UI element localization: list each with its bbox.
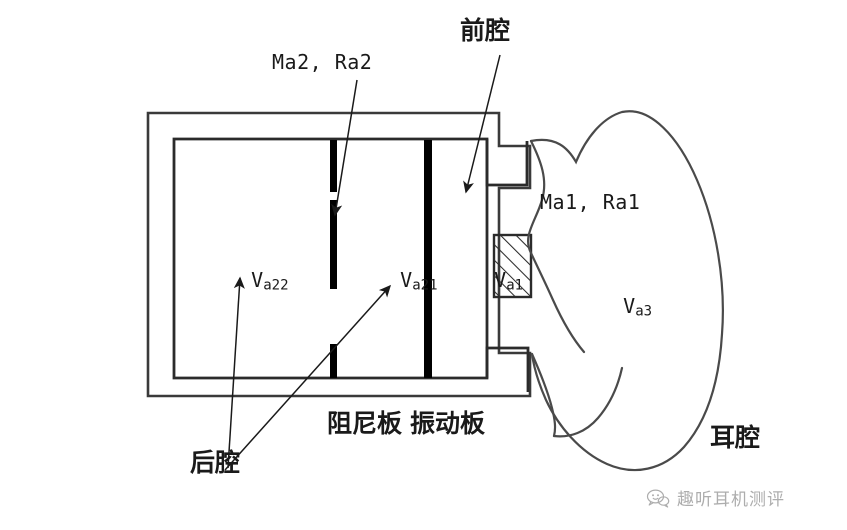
label-damping-plate: 阻尼板	[327, 409, 403, 438]
ear-canal-outline	[529, 110, 724, 472]
label-va1-sub: a1	[506, 277, 524, 294]
arrow-to-damping-plate	[331, 79, 358, 217]
label-ma1-ra1: Ma1, Ra1	[540, 190, 641, 214]
label-va1: Va1	[446, 249, 523, 314]
ear-canal-inner-upper-fold	[526, 139, 586, 354]
label-va3-base: V	[623, 294, 636, 318]
ear-canal-inner-lower-fold	[530, 352, 557, 438]
label-va21-base: V	[400, 268, 413, 292]
label-va22-sub: a22	[263, 277, 289, 294]
acoustic-mesh-block	[492, 233, 533, 299]
label-va21-sub: a21	[412, 277, 438, 294]
vibration-plate	[424, 140, 432, 378]
label-rear-cavity: 后腔	[190, 448, 241, 477]
damping-plate	[330, 140, 337, 378]
label-vibration-plate: 振动板	[410, 409, 486, 438]
arrow-to-va22	[227, 276, 245, 469]
sound-nozzle-lower-step	[485, 346, 530, 392]
label-va22: Va22	[203, 249, 289, 314]
ear-canal-lobe-curve	[552, 366, 624, 438]
label-va3: Va3	[575, 275, 652, 340]
label-ma2-ra2: Ma2, Ra2	[272, 50, 373, 74]
label-ear-cavity: 耳腔	[710, 423, 761, 452]
label-front-cavity: 前腔	[460, 16, 511, 45]
arrow-to-va21	[224, 284, 392, 471]
watermark-text: 趣听耳机测评	[677, 490, 785, 510]
watermark: 趣听耳机测评	[646, 485, 785, 510]
label-va21: Va21	[352, 249, 438, 314]
label-va3-sub: a3	[635, 303, 653, 320]
label-va22-base: V	[251, 268, 264, 292]
label-va1-base: V	[494, 268, 507, 292]
sound-nozzle-upper-step	[485, 139, 529, 187]
arrow-to-front-cavity	[463, 54, 501, 194]
chat-face-icon	[646, 488, 670, 508]
